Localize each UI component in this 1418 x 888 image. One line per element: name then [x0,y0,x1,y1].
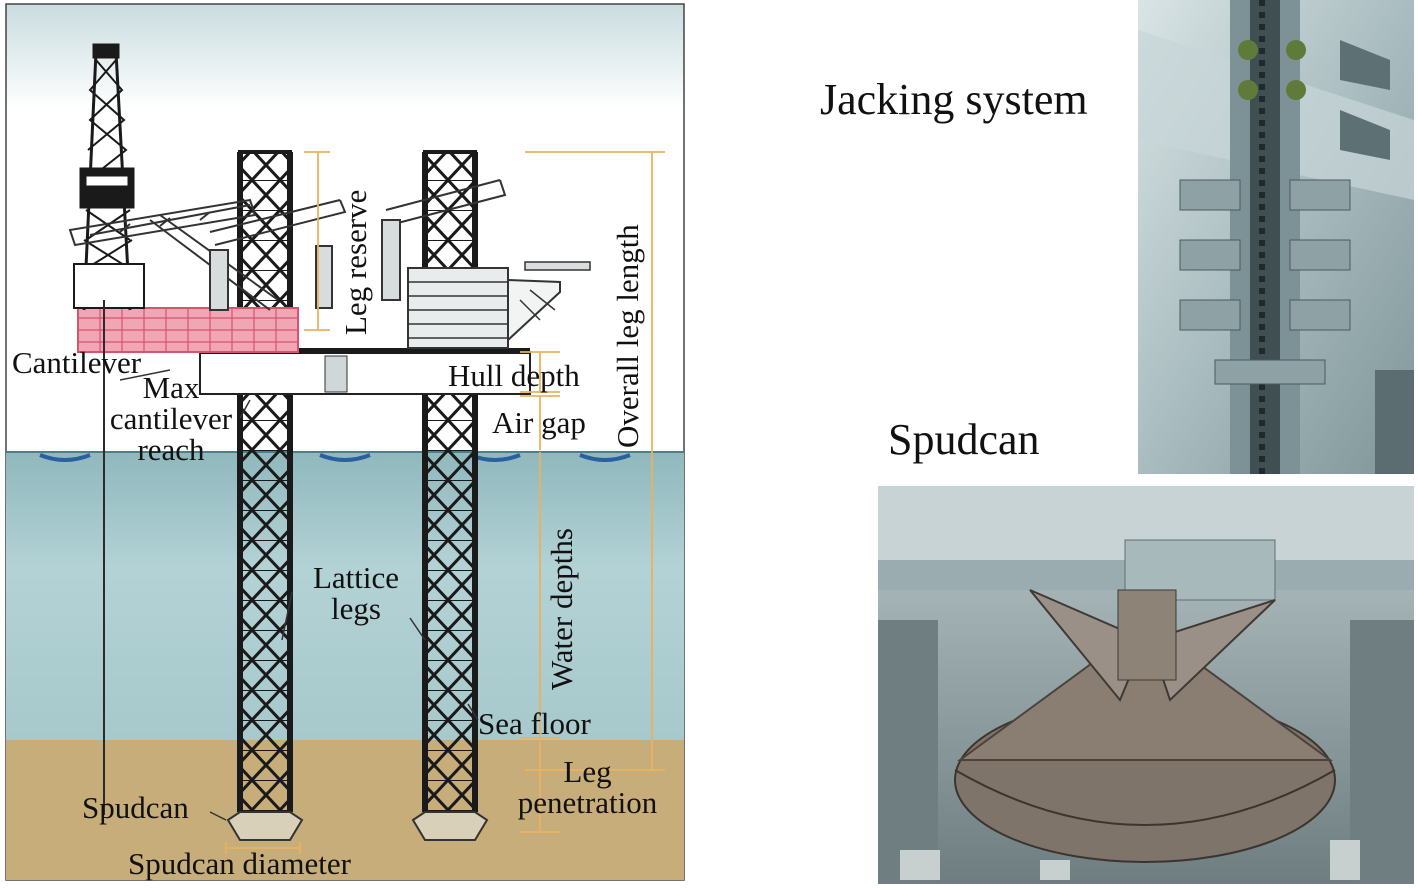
hull [199,351,531,395]
label-spudcan-diameter: Spudcan diameter [128,846,351,881]
label-leg-line1: Leg [563,754,612,789]
label-max-cantilever-reach: Max cantilever reach [96,372,246,465]
spudcan-left [226,811,304,841]
label-cantilever: Cantilever [12,345,142,380]
label-lattice-legs: Lattice legs [296,562,416,624]
lattice-leg-left [226,150,304,841]
label-leg-penetration: Leg penetration [500,756,675,818]
label-air-gap: Air gap [492,405,586,440]
lattice-leg-right [411,150,489,841]
label-spudcan: Spudcan [82,790,189,825]
label-hull-depth: Hull depth [448,358,580,393]
label-sea-floor: Sea floor [478,706,591,741]
label-leg-line2: penetration [517,785,658,820]
derrick [73,43,145,311]
label-spudcan-photo: Spudcan [888,415,1040,464]
label-lattice-line1: Lattice [312,560,400,595]
dimension-lines [225,151,665,854]
spudcan-right [411,811,489,841]
waves [39,453,631,462]
label-overall-leg-length: Overall leg length [610,224,645,448]
label-lattice-line2: legs [331,591,381,626]
label-jacking-system: Jacking system [820,75,1088,124]
spudcan-photo [878,486,1414,884]
label-water-depths: Water depths [544,528,579,690]
label-leg-reserve: Leg reserve [338,189,373,335]
cranes [68,179,507,311]
label-max-line2: cantilever [109,401,233,436]
diagram-panel [5,3,685,881]
label-max-line1: Max [142,370,200,405]
seabed [6,740,684,880]
label-max-line3: reach [137,432,205,467]
accommodation [407,261,591,349]
jacking-system-photo [1138,0,1414,474]
sea [6,452,684,740]
